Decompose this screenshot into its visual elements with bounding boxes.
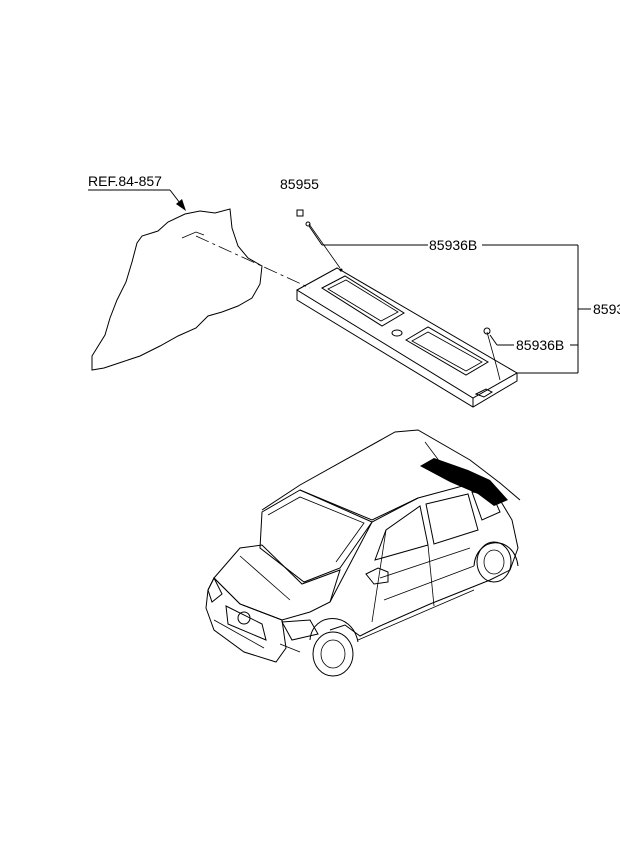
alignment-line — [195, 235, 311, 289]
label-85936b-upper[interactable]: 85936B — [429, 237, 477, 253]
callout-lines — [308, 225, 591, 374]
label-85930[interactable]: 85930 — [593, 301, 620, 317]
quarter-trim-panel — [91, 208, 311, 371]
rear-shelf-highlight — [420, 458, 508, 506]
rear-wheel — [476, 541, 512, 583]
clip-icon — [296, 209, 304, 217]
label-85955[interactable]: 85955 — [280, 176, 319, 192]
clip-pin — [308, 223, 341, 269]
headlight-right — [281, 619, 319, 641]
label-85936b-lower[interactable]: 85936B — [516, 337, 564, 353]
headlight-left — [207, 576, 223, 603]
car-illustration — [205, 429, 521, 677]
front-door-window — [374, 505, 429, 561]
ref-label[interactable]: REF.84-857 — [88, 173, 162, 189]
clip-85955: 85955 — [280, 176, 341, 269]
ref-callout: REF.84-857 — [88, 173, 186, 211]
rear-door-window — [425, 493, 479, 545]
mirror-icon — [365, 567, 389, 585]
ref-arrowhead — [176, 199, 186, 211]
front-wheel — [312, 631, 354, 677]
badge-icon — [237, 611, 251, 625]
package-shelf — [296, 267, 519, 408]
